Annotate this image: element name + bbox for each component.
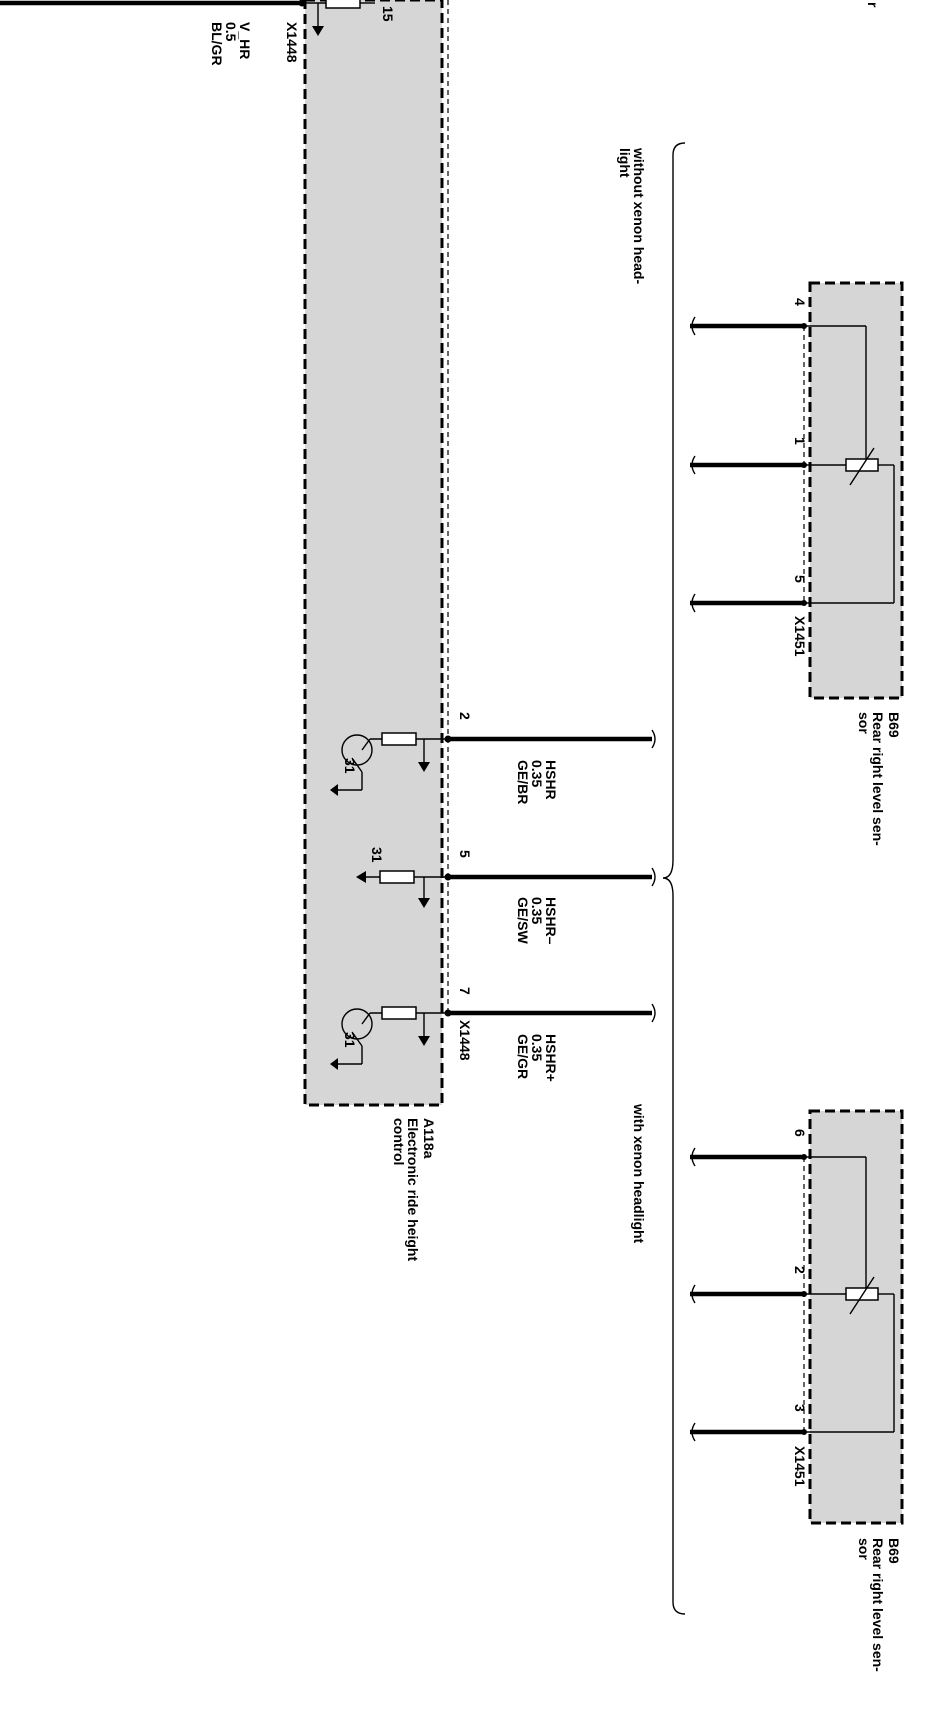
- label-wire-hshr-plus-line1: HSHR+: [543, 1034, 559, 1082]
- label-ground-pin7: 31: [342, 1032, 358, 1048]
- ground-arrow-pin2: [418, 762, 430, 772]
- label-module-name-line1: Electronic ride height: [405, 1118, 421, 1261]
- label-pin-5: 5: [457, 850, 473, 858]
- ground-arrow-pin7: [418, 1036, 430, 1046]
- label-sensor-top-pin-4: 4: [792, 298, 808, 306]
- label-left-connector: X1448: [457, 1020, 473, 1061]
- label-pin-2: 2: [457, 712, 473, 720]
- sensor-b69-top-box: [808, 281, 904, 700]
- resistor-15: [325, 0, 361, 9]
- label-top-wire-line3: BL/GR: [209, 22, 225, 66]
- resistor-pin2: [381, 732, 417, 746]
- label-sensor-bottom-pin-6: 6: [792, 1129, 808, 1137]
- label-wire-hshr-minus-line1: HSHR–: [543, 897, 559, 945]
- ground-arrow-15: [312, 26, 324, 36]
- label-top-wire-line2: 0.5: [223, 22, 239, 42]
- sensor-b69-bottom-box: [808, 1109, 904, 1525]
- label-sensor-top-name-line1: Rear right level sen-: [870, 712, 886, 846]
- module-a118a-box: [303, 0, 444, 1107]
- label-sensor-bottom-connector: X1451: [792, 1446, 808, 1487]
- ground-arrow-pin5: [418, 898, 430, 908]
- label-wire-hshr-line3: GE/BR: [515, 760, 531, 804]
- label-sensor-top-id: B69: [886, 712, 902, 738]
- label-wire-hshr-plus-line2: 0.35: [529, 1034, 545, 1061]
- sensor-top-potentiometer: [845, 458, 879, 472]
- label-wire-hshr-minus-line2: 0.35: [529, 897, 545, 924]
- label-ground-pin5: 31: [369, 847, 385, 863]
- label-corner-mark: r: [865, 2, 881, 8]
- label-module-id: A118a: [421, 1118, 437, 1159]
- label-wire-hshr-plus-line3: GE/GR: [515, 1034, 531, 1079]
- label-without-xenon-line2: light: [617, 148, 633, 178]
- label-top-wire-line1: V_HR: [237, 22, 253, 59]
- label-top-connector: X1448: [284, 22, 300, 63]
- label-pin-7: 7: [457, 987, 473, 995]
- label-sensor-bottom-name-line2: sor: [856, 1538, 872, 1560]
- label-ground-pin2: 31: [342, 758, 358, 774]
- resistor-pin7: [381, 1006, 417, 1020]
- resistor-pin5: [379, 870, 415, 884]
- label-sensor-top-pin-5: 5: [792, 575, 808, 583]
- label-with-xenon: with xenon headlight: [631, 1103, 647, 1244]
- label-sensor-top-connector: X1451: [792, 616, 808, 657]
- label-sensor-bottom-name-line1: Rear right level sen-: [870, 1538, 886, 1672]
- label-pin-15: 15: [380, 6, 396, 22]
- label-sensor-top-pin-1: 1: [792, 437, 808, 445]
- label-sensor-top-name-line2: sor: [856, 712, 872, 734]
- label-without-xenon-line1: without xenon head-: [631, 147, 647, 284]
- brace: [662, 142, 686, 1615]
- label-wire-hshr-line1: HSHR: [543, 760, 559, 800]
- label-sensor-bottom-id: B69: [886, 1538, 902, 1564]
- sensor-bottom-potentiometer: [845, 1287, 879, 1301]
- label-wire-hshr-minus-line3: GE/SW: [515, 897, 531, 944]
- label-module-name-line2: control: [391, 1118, 407, 1165]
- terminal-15: [298, 0, 306, 7]
- label-sensor-bottom-pin-2: 2: [792, 1266, 808, 1274]
- label-wire-hshr-line2: 0.35: [529, 760, 545, 787]
- label-sensor-bottom-pin-3: 3: [792, 1404, 808, 1412]
